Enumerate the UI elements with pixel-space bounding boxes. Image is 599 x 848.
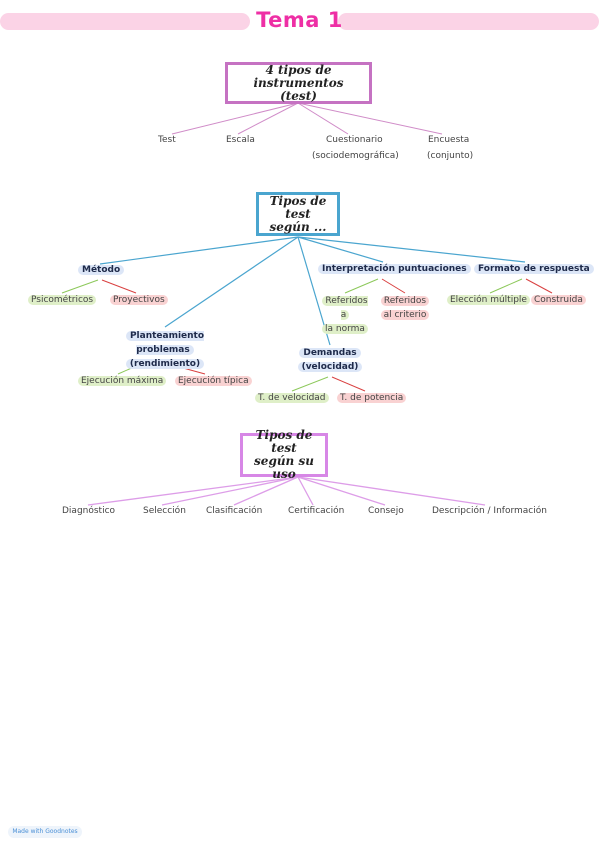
item-escala: Escala (226, 135, 255, 145)
item-cuestionario-note: (sociodemográfica) (312, 151, 399, 161)
eleccion-multiple-text: Elección múltiple (447, 295, 530, 305)
eleccion-multiple-label: Elección múltiple (447, 295, 530, 305)
tipos-test-uso-line1: Tipos de test (255, 428, 313, 455)
metodo-label: Método (78, 265, 125, 275)
referidos-norma-line1: Referidos a (322, 296, 368, 320)
psicometricos-text: Psicométricos (28, 295, 97, 305)
ejecucion-maxima-text: Ejecución máxima (78, 376, 167, 386)
demandas-line1: Demandas (299, 348, 361, 358)
tipos-test-uso-line2: según su uso (254, 454, 314, 481)
planteamiento-line2: (rendimiento) (125, 359, 205, 369)
tipos-test-segun-line2: según ... (269, 219, 327, 234)
planteamiento-line1: Planteamiento problemas (125, 331, 205, 355)
ejecucion-tipica-label: Ejecución típica (175, 376, 252, 386)
tipos-test-segun-line1: Tipos de test (269, 193, 327, 221)
interpretacion-text: Interpretación puntuaciones (318, 264, 471, 274)
referidos-criterio-line2: al criterio (380, 310, 430, 320)
referidos-criterio-label: Referidos al criterio (378, 294, 432, 322)
psicometricos-label: Psicométricos (28, 295, 97, 305)
construida-text: Construida (531, 295, 586, 305)
uso-seleccion: Selección (143, 506, 186, 516)
tipos-test-uso-box: Tipos de test según su uso (240, 429, 328, 481)
item-test: Test (158, 135, 176, 145)
uso-certificacion: Certificación (288, 506, 345, 516)
t-potencia-text: T. de potencia (337, 393, 407, 403)
goodnotes-badge: Made with Goodnotes (8, 826, 82, 838)
interpretacion-label: Interpretación puntuaciones (318, 264, 471, 274)
uso-descripcion: Descripción / Información (432, 506, 547, 516)
uso-diagnostico: Diagnóstico (62, 506, 116, 516)
ejecucion-maxima-label: Ejecución máxima (78, 376, 167, 386)
uso-clasificacion: Clasificación (206, 506, 263, 516)
page-title: Tema 1 (256, 8, 343, 32)
proyectivos-label: Proyectivos (110, 295, 168, 305)
instrumentos-box: 4 tipos de instrumentos (test) (225, 62, 372, 104)
planteamiento-label: Planteamiento problemas (rendimiento) (105, 329, 225, 371)
instrumentos-box-label: 4 tipos de instrumentos (test) (253, 62, 344, 103)
demandas-line2: (velocidad) (297, 362, 363, 372)
t-velocidad-text: T. de velocidad (255, 393, 329, 403)
construida-label: Construida (531, 295, 586, 305)
item-encuesta-note: (conjunto) (427, 151, 474, 161)
tipos-test-segun-box: Tipos de test según ... (256, 192, 340, 236)
referidos-norma-line2: la norma (322, 324, 368, 334)
referidos-norma-label: Referidos a la norma (318, 294, 372, 336)
referidos-criterio-line1: Referidos (380, 296, 430, 306)
formato-text: Formato de respuesta (474, 264, 594, 274)
t-potencia-label: T. de potencia (337, 393, 407, 403)
t-velocidad-label: T. de velocidad (255, 393, 329, 403)
demandas-label: Demandas (velocidad) (295, 346, 365, 374)
proyectivos-text: Proyectivos (110, 295, 168, 305)
header-banner-left (0, 13, 250, 30)
item-cuestionario: Cuestionario (326, 135, 383, 145)
metodo-text: Método (78, 265, 125, 275)
uso-consejo: Consejo (368, 506, 404, 516)
formato-label: Formato de respuesta (474, 264, 594, 274)
item-encuesta: Encuesta (428, 135, 470, 145)
header-banner-right (338, 13, 599, 30)
ejecucion-tipica-text: Ejecución típica (175, 376, 252, 386)
